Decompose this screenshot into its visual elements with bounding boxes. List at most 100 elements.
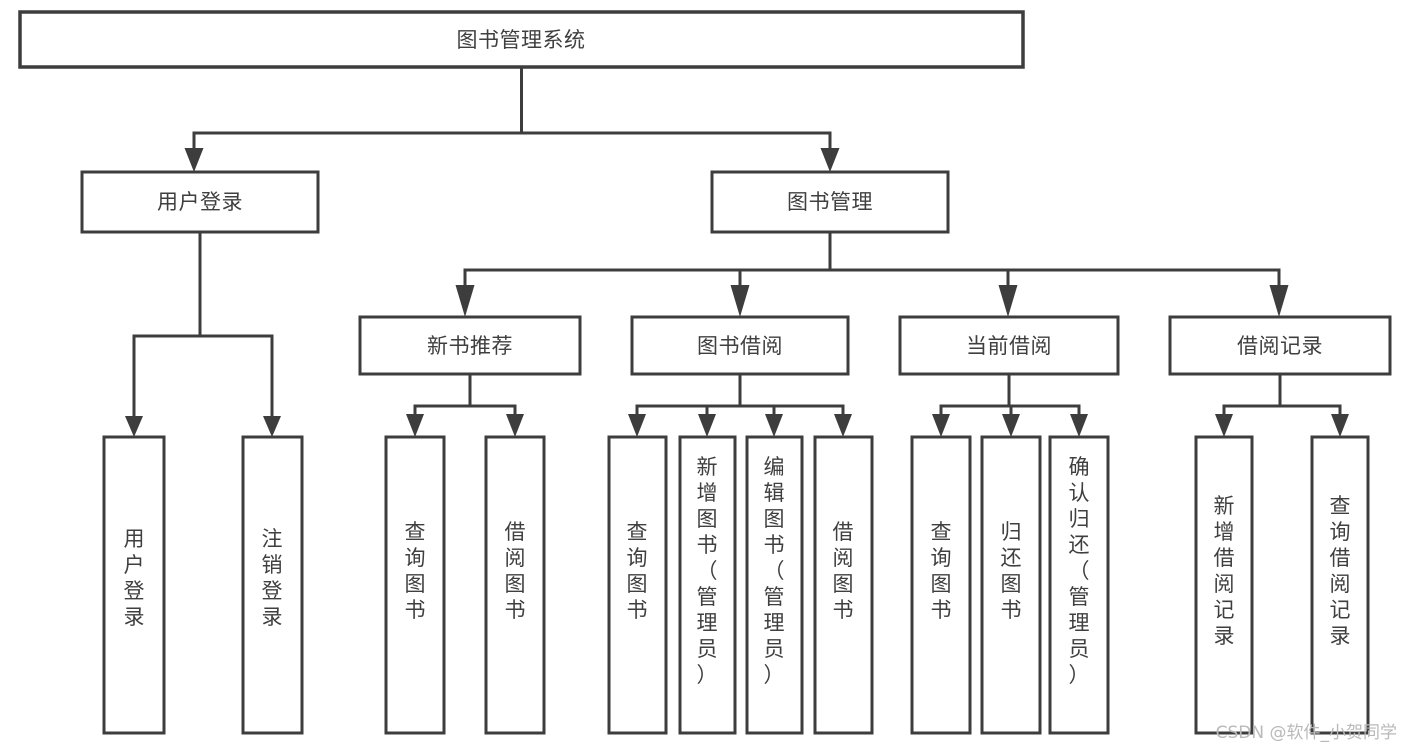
- node-leaf-add-book[interactable]: 新增图书（管理员）: [678, 435, 737, 735]
- node-box: [358, 315, 582, 376]
- node-current-borrow[interactable]: 当前借阅: [898, 315, 1120, 376]
- arrow-head-icon: [698, 414, 716, 437]
- node-box: [484, 435, 546, 735]
- node-new-book-recommend[interactable]: 新书推荐: [358, 315, 582, 376]
- node-leaf-borrow-book-2[interactable]: 借阅图书: [813, 435, 874, 735]
- connector-bb-to-borrow-book: [740, 404, 845, 418]
- node-leaf-logout-login[interactable]: 注销登录: [241, 435, 304, 735]
- connector-group-root: [184, 67, 840, 172]
- node-box: [241, 435, 304, 735]
- node-book-borrow[interactable]: 图书借阅: [630, 315, 850, 376]
- node-label-leaf-borrow-book-1: 借阅图书: [505, 520, 526, 622]
- connector-bm-to-borrow-record: [830, 268, 1281, 286]
- connector-bm-to-current-borrow: [830, 268, 1010, 286]
- arrow-head-icon: [932, 414, 950, 437]
- arrow-head-icon: [1002, 414, 1020, 437]
- node-label-book-management: 图书管理: [787, 190, 873, 214]
- node-leaf-user-login[interactable]: 用户登录: [102, 435, 166, 735]
- arrow-head-icon: [406, 414, 424, 437]
- connector-br-to-add-record: [1222, 374, 1282, 418]
- node-root-book-management-system[interactable]: 图书管理系统: [18, 10, 1025, 69]
- node-label-borrow-record: 借阅记录: [1237, 334, 1323, 358]
- node-label-leaf-return-book: 归还图书: [1001, 520, 1022, 622]
- node-leaf-return-book[interactable]: 归还图书: [980, 435, 1042, 735]
- connector-bm-to-book-borrow: [738, 268, 830, 286]
- node-leaf-add-record[interactable]: 新增借阅记录: [1194, 435, 1254, 735]
- connector-root-to-user-login: [192, 67, 523, 149]
- arrow-head-icon: [765, 414, 783, 437]
- node-leaf-edit-book[interactable]: 编辑图书（管理员）: [745, 435, 804, 735]
- node-label-leaf-confirm-return: 确认归还（管理员）: [1069, 455, 1090, 687]
- connector-ul-to-leaf-logout: [200, 334, 274, 418]
- node-leaf-query-record[interactable]: 查询借阅记录: [1310, 435, 1370, 735]
- node-label-leaf-edit-book: 编辑图书（管理员）: [764, 455, 785, 687]
- connector-group-user-login: [125, 232, 281, 437]
- node-label-current-borrow: 当前借阅: [966, 334, 1052, 358]
- node-box: [678, 435, 737, 735]
- node-leaf-borrow-book-1[interactable]: 借阅图书: [484, 435, 546, 735]
- node-box: [1310, 435, 1370, 735]
- arrow-head-icon: [1331, 414, 1349, 437]
- node-leaf-query-book-1[interactable]: 查询图书: [384, 435, 446, 735]
- arrow-head-icon: [184, 148, 204, 172]
- node-label-leaf-query-book-2: 查询图书: [627, 520, 648, 622]
- connector-nbr-to-query-book: [413, 374, 472, 418]
- arrow-head-icon: [820, 148, 840, 172]
- node-box: [18, 10, 1025, 69]
- node-box: [710, 170, 950, 234]
- node-label-leaf-query-book-3: 查询图书: [931, 520, 952, 622]
- node-box: [80, 170, 320, 234]
- csdn-watermark: CSDN @软件_小贺同学: [1215, 723, 1397, 743]
- arrow-head-icon: [506, 414, 524, 437]
- node-label-root: 图书管理系统: [457, 28, 586, 52]
- node-box: [384, 435, 446, 735]
- arrow-head-icon: [730, 285, 750, 317]
- arrow-head-icon: [455, 285, 475, 317]
- node-box: [102, 435, 166, 735]
- arrow-head-icon: [998, 285, 1018, 317]
- arrow-head-icon: [263, 416, 281, 437]
- node-user-login[interactable]: 用户登录: [80, 170, 320, 234]
- arrow-head-icon: [125, 416, 143, 437]
- node-label-leaf-add-book: 新增图书（管理员）: [697, 455, 718, 687]
- arrow-head-icon: [1070, 414, 1088, 437]
- connector-cb-to-confirm-return: [1009, 404, 1081, 418]
- node-label-leaf-query-record: 查询借阅记录: [1330, 494, 1351, 648]
- arrow-head-icon: [1269, 285, 1289, 317]
- connector-group-current-borrow: [932, 374, 1088, 437]
- node-box: [630, 315, 850, 376]
- node-box: [980, 435, 1042, 735]
- connector-group-new-book-recommend: [406, 374, 524, 437]
- connector-bm-to-new-book: [463, 232, 832, 286]
- connector-group-book-borrow: [628, 374, 852, 437]
- connector-cb-to-query-book: [939, 374, 1011, 418]
- node-box: [813, 435, 874, 735]
- connector-group-borrow-record: [1215, 374, 1349, 437]
- node-box: [1048, 435, 1110, 735]
- connector-bb-to-query-book: [635, 374, 742, 418]
- node-box: [898, 315, 1120, 376]
- connector-root-to-book-management: [521, 131, 832, 149]
- node-box: [607, 435, 668, 735]
- node-box: [1194, 435, 1254, 735]
- node-label-new-book-recommend: 新书推荐: [427, 334, 513, 358]
- connector-ul-to-leaf-user-login: [132, 232, 202, 418]
- arrow-head-icon: [834, 414, 852, 437]
- node-label-leaf-borrow-book-2: 借阅图书: [833, 520, 854, 622]
- node-box: [910, 435, 972, 735]
- node-box: [745, 435, 804, 735]
- arrow-head-icon: [1215, 414, 1233, 437]
- node-label-leaf-logout-login: 注销登录: [262, 527, 283, 629]
- node-borrow-record[interactable]: 借阅记录: [1168, 315, 1392, 376]
- connector-br-to-query-record: [1280, 404, 1342, 418]
- node-label-book-borrow: 图书借阅: [697, 334, 783, 358]
- node-leaf-confirm-return[interactable]: 确认归还（管理员）: [1048, 435, 1110, 735]
- connector-group-book-management: [455, 232, 1289, 317]
- node-book-management[interactable]: 图书管理: [710, 170, 950, 234]
- node-label-leaf-add-record: 新增借阅记录: [1214, 494, 1235, 648]
- node-label-leaf-query-book-1: 查询图书: [405, 520, 426, 622]
- node-leaf-query-book-2[interactable]: 查询图书: [607, 435, 668, 735]
- node-leaf-query-book-3[interactable]: 查询图书: [910, 435, 972, 735]
